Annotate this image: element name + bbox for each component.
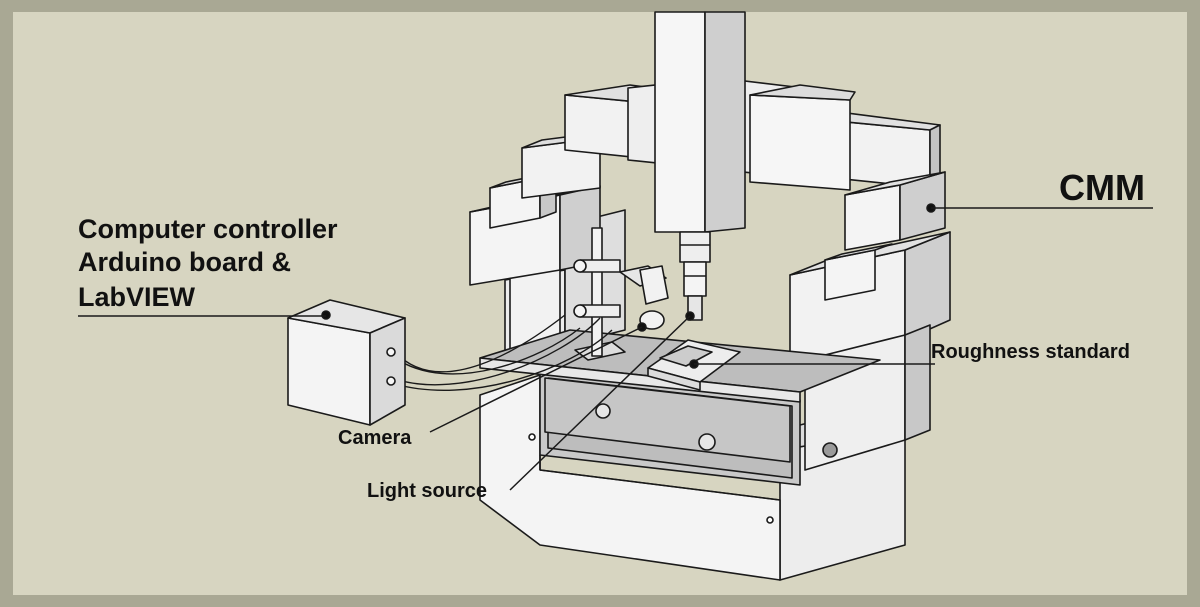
controller-box bbox=[287, 299, 406, 426]
left-column bbox=[469, 129, 626, 361]
controller-label-line3: LabVIEW bbox=[78, 282, 196, 312]
camera-label: Camera bbox=[338, 427, 412, 449]
right-column bbox=[789, 171, 951, 471]
cables bbox=[394, 314, 613, 391]
light-source-label: Light source bbox=[367, 480, 488, 502]
controller-label-line2: Arduino board & bbox=[78, 247, 291, 277]
z-ram bbox=[654, 11, 746, 321]
roughness-standard-label: Roughness standard bbox=[931, 341, 1130, 363]
bridge bbox=[564, 77, 941, 191]
cmm-label: CMM bbox=[1059, 167, 1145, 208]
leader-lines bbox=[78, 207, 1153, 491]
controller-label-line1: Computer controller bbox=[78, 214, 338, 244]
camera-stand bbox=[573, 227, 695, 361]
